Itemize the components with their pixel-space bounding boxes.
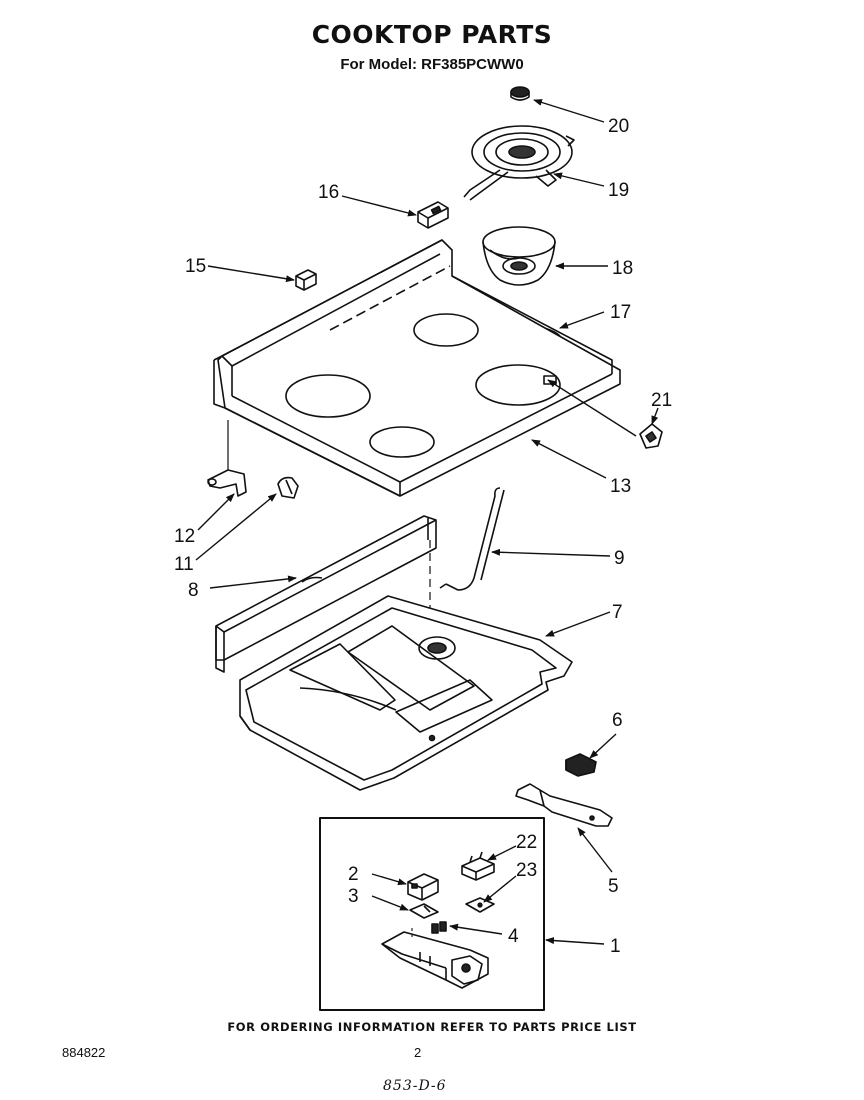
part-11-sleeve — [277, 476, 299, 499]
callout-6: 6 — [612, 710, 623, 731]
switch-assembly-inset — [319, 817, 545, 1011]
part-5-strap — [515, 783, 613, 827]
callout-21: 21 — [651, 390, 672, 411]
part-3-plate — [409, 903, 439, 919]
callout-4: 4 — [508, 926, 519, 947]
part-1-switch-assembly — [381, 928, 489, 989]
callout-7: 7 — [612, 602, 623, 623]
callout-19: 19 — [608, 180, 629, 201]
callout-5: 5 — [608, 876, 619, 897]
callout-8: 8 — [188, 580, 199, 601]
document-number: 884822 — [62, 1045, 106, 1060]
callout-23: 23 — [516, 860, 537, 881]
part-22-block — [461, 851, 495, 881]
page-title: COOKTOP PARTS — [311, 20, 553, 49]
part-21-bracket — [639, 423, 663, 449]
part-7-burner-box — [239, 595, 573, 791]
part-2-switch — [407, 873, 439, 901]
part-9-rod — [439, 487, 505, 591]
handwritten-code: 853-D-6 — [383, 1078, 447, 1094]
part-12-bracket — [207, 469, 247, 497]
callout-13: 13 — [610, 476, 631, 497]
part-15-clip — [295, 269, 317, 291]
page-number: 2 — [414, 1045, 422, 1060]
part-19-surface-element — [463, 125, 575, 201]
ordering-note: FOR ORDERING INFORMATION REFER TO PARTS … — [227, 1020, 637, 1034]
callout-11: 11 — [174, 554, 194, 575]
callout-leaders — [195, 99, 659, 945]
callout-2: 2 — [348, 864, 359, 885]
callout-20: 20 — [608, 116, 629, 137]
callout-12: 12 — [174, 526, 195, 547]
callout-22: 22 — [516, 832, 537, 853]
callout-18: 18 — [612, 258, 633, 279]
part-23-plate — [465, 897, 495, 913]
part-18-drip-bowl — [482, 226, 556, 286]
callout-9: 9 — [614, 548, 625, 569]
callout-16: 16 — [318, 182, 339, 203]
callout-1: 1 — [610, 936, 621, 957]
callout-15: 15 — [185, 256, 206, 277]
part-20-knob — [510, 86, 530, 101]
part-4-clip — [431, 921, 447, 934]
part-6-grommet — [565, 753, 597, 777]
part-16-terminal-block — [417, 201, 449, 229]
callout-3: 3 — [348, 886, 359, 907]
callout-17: 17 — [610, 302, 631, 323]
part-8-channel — [215, 515, 437, 742]
model-subtitle: For Model: RF385PCWW0 — [340, 56, 524, 73]
part-13-cooktop — [213, 239, 621, 497]
